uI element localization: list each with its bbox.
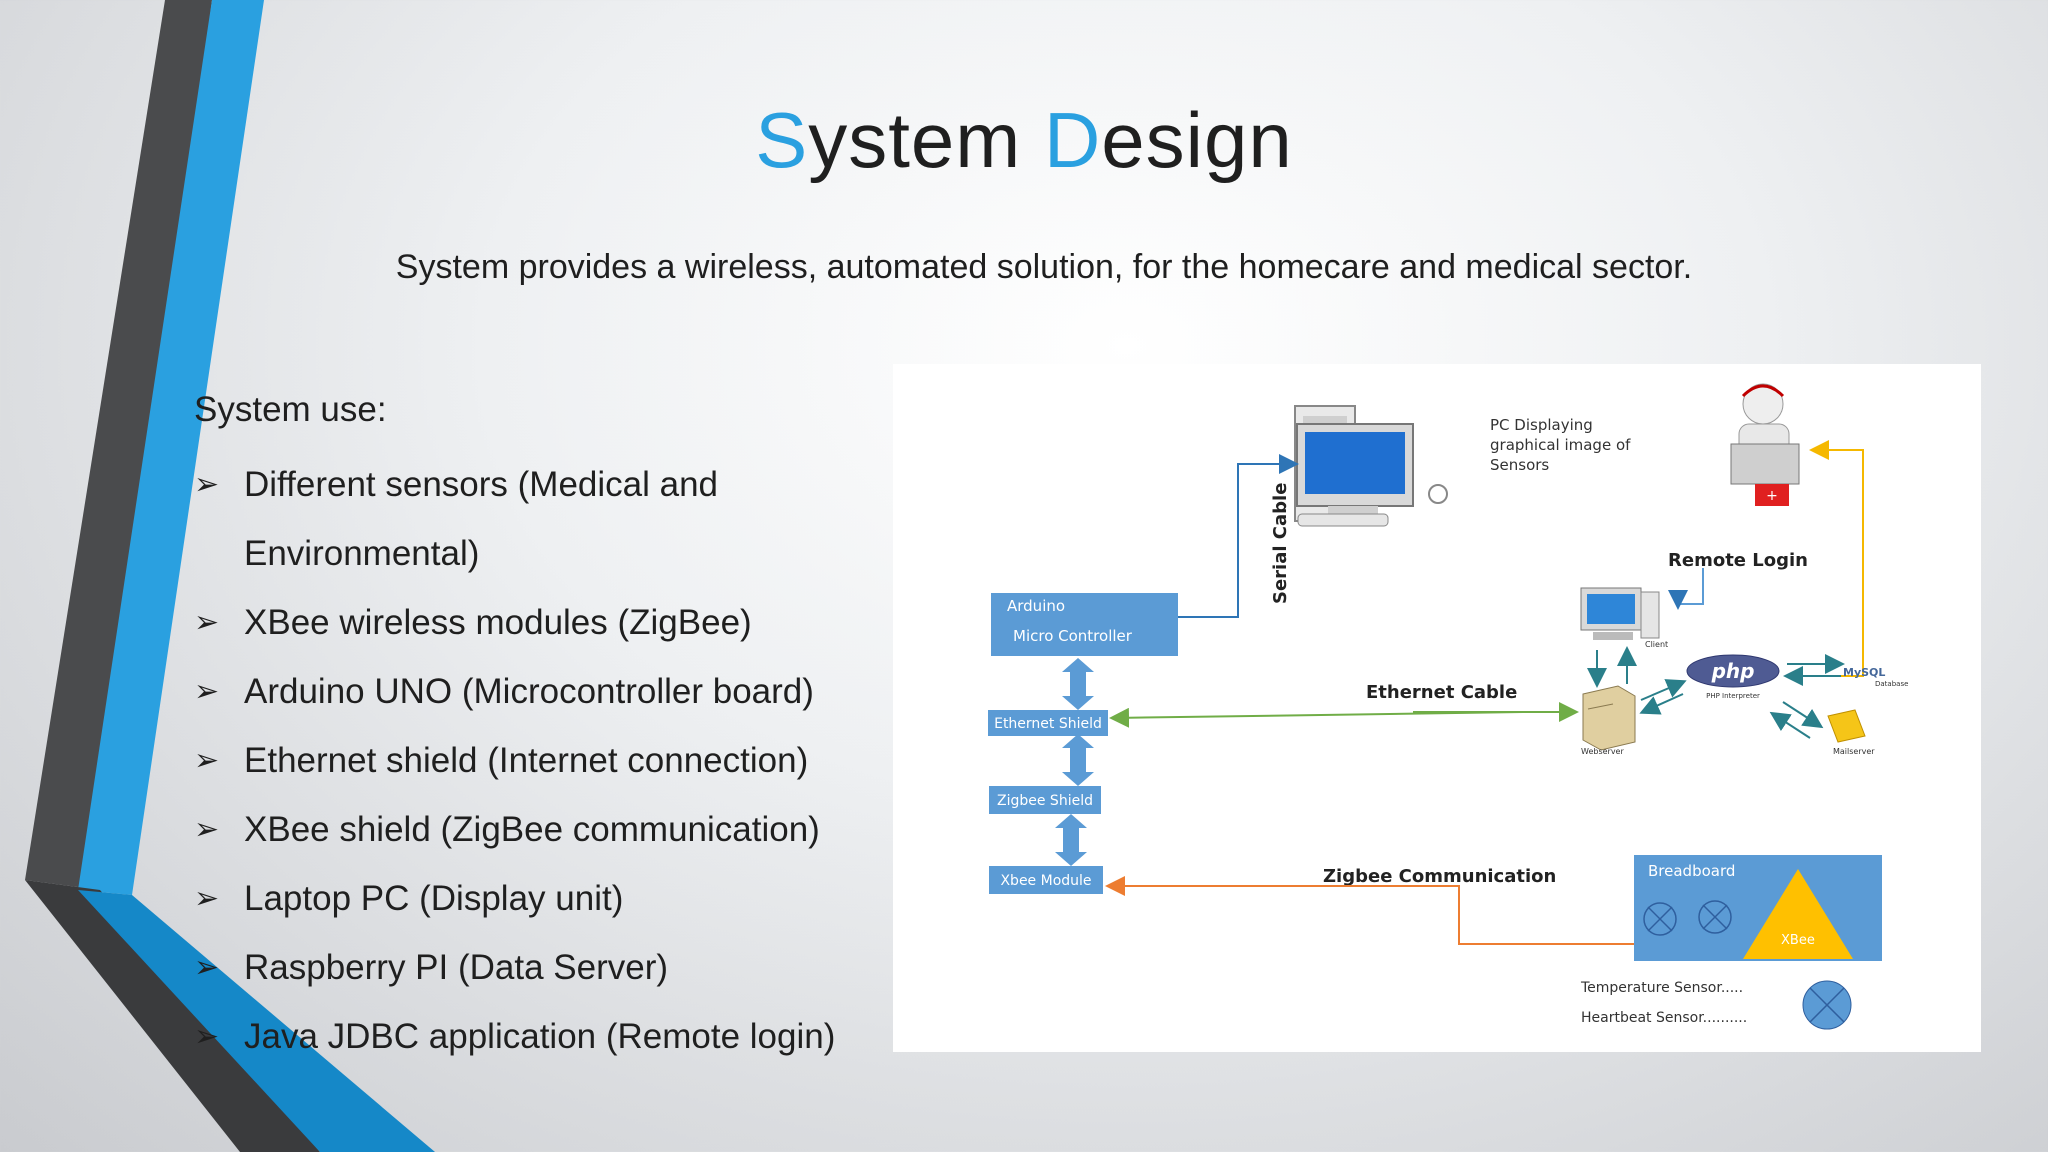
zigbee-shield-box	[989, 786, 1101, 814]
title-word-1: ystem	[808, 96, 1044, 184]
php-mail-arrow	[1782, 701, 1824, 729]
title-word-2: esign	[1101, 96, 1293, 184]
php-webserver-arrow	[1639, 693, 1684, 715]
slide-subtitle: System provides a wireless, automated so…	[395, 248, 1693, 286]
pc-label-line-2: graphical image of	[1490, 436, 1631, 454]
webserver-icon	[1582, 685, 1636, 751]
zigbee-comm-line-right	[1323, 885, 1749, 954]
sensor-circles	[1643, 900, 1732, 936]
php-logo-icon	[1686, 654, 1780, 688]
sensor-legend-icon	[1802, 980, 1852, 1030]
title-initial-s: S	[755, 96, 809, 184]
arrow-bullet-icon: ➢	[194, 1020, 220, 1053]
blue-stripe-lower	[78, 890, 435, 1152]
list-item: ➢Ethernet shield (Internet connection)	[194, 726, 854, 795]
arrow-bullet-icon: ➢	[194, 744, 220, 777]
microcontroller-label: Micro Controller	[1013, 627, 1133, 645]
list-item: ➢Java JDBC application (Remote login)	[194, 1002, 854, 1071]
serial-cable-label: Serial Cable	[1270, 483, 1291, 604]
dark-stripe-lower	[25, 880, 320, 1152]
system-diagram: PC Displaying graphical image of Sensors…	[893, 364, 1981, 1052]
pc-label-line-1: PC Displaying	[1490, 416, 1593, 434]
zigbee-shield-label: Zigbee Shield	[997, 793, 1093, 809]
arrow-bullet-icon: ➢	[194, 951, 220, 984]
breadboard-label: Breadboard	[1648, 862, 1735, 880]
ethernet-shield-box	[988, 710, 1108, 736]
php-label: php	[1711, 659, 1755, 683]
title-initial-d: D	[1043, 96, 1102, 184]
client-label: Client	[1645, 640, 1668, 649]
remote-yellow-line	[1807, 440, 1864, 677]
list-item: ➢XBee shield (ZigBee communication)	[194, 795, 854, 864]
arrow-bullet-icon: ➢	[194, 882, 220, 915]
remote-login-line	[1668, 568, 1704, 610]
list-item: ➢Different sensors (Medical and	[194, 450, 854, 519]
php-interpreter-label: PHP Interpreter	[1706, 692, 1760, 700]
mail-folder-icon	[1827, 709, 1866, 743]
list-item: ➢Arduino UNO (Microcontroller board)	[194, 657, 854, 726]
list-item: ➢Raspberry PI (Data Server)	[194, 933, 854, 1002]
pc-label-line-3: Sensors	[1490, 456, 1549, 474]
arduino-label: Arduino	[1007, 597, 1065, 615]
ethernet-cable-label: Ethernet Cable	[1366, 682, 1517, 703]
arrow-bullet-icon: ➢	[194, 468, 220, 501]
serial-cable-line	[1178, 454, 1299, 618]
list-item: Environmental)	[244, 534, 480, 573]
database-label: Database	[1875, 680, 1908, 688]
blue-stripe-upper	[78, 0, 264, 895]
zigbee-comm-label: Zigbee Communication	[1323, 866, 1556, 887]
list-item: ➢Laptop PC (Display unit)	[194, 864, 854, 933]
arrow-bullet-icon: ➢	[194, 813, 220, 846]
xbee-module-box	[989, 866, 1103, 894]
arduino-box	[991, 593, 1178, 656]
heartbeat-sensor-label: Heartbeat Sensor..........	[1581, 1010, 1747, 1026]
webserver-label: Webserver	[1581, 747, 1624, 756]
arrow-bullet-icon: ➢	[194, 606, 220, 639]
doctor-laptop-icon: +	[1730, 383, 1800, 506]
xbee-label: XBee	[1781, 933, 1815, 948]
ethernet-shield-label: Ethernet Shield	[994, 716, 1102, 732]
svg-text:+: +	[1766, 488, 1778, 504]
remote-login-label: Remote Login	[1668, 550, 1808, 571]
slide-title: System Design	[0, 95, 2048, 186]
system-use-heading: System use:	[194, 390, 387, 429]
xbee-module-label: Xbee Module	[1000, 873, 1091, 889]
xbee-triangle	[1743, 869, 1853, 959]
desktop-pc-icon	[1294, 405, 1448, 527]
list-item: ➢XBee wireless modules (ZigBee)	[194, 588, 854, 657]
temperature-sensor-label: Temperature Sensor.....	[1580, 980, 1743, 996]
dark-stripe-upper	[25, 0, 212, 890]
mysql-label: MySQL	[1843, 666, 1885, 679]
system-use-list: ➢Different sensors (Medical and Environm…	[194, 450, 854, 1071]
mailserver-label: Mailserver	[1833, 747, 1875, 756]
stack-connectors	[1055, 658, 1094, 866]
mail-php-arrow	[1769, 711, 1811, 739]
arrow-bullet-icon: ➢	[194, 675, 220, 708]
client-pc-icon	[1580, 587, 1660, 640]
